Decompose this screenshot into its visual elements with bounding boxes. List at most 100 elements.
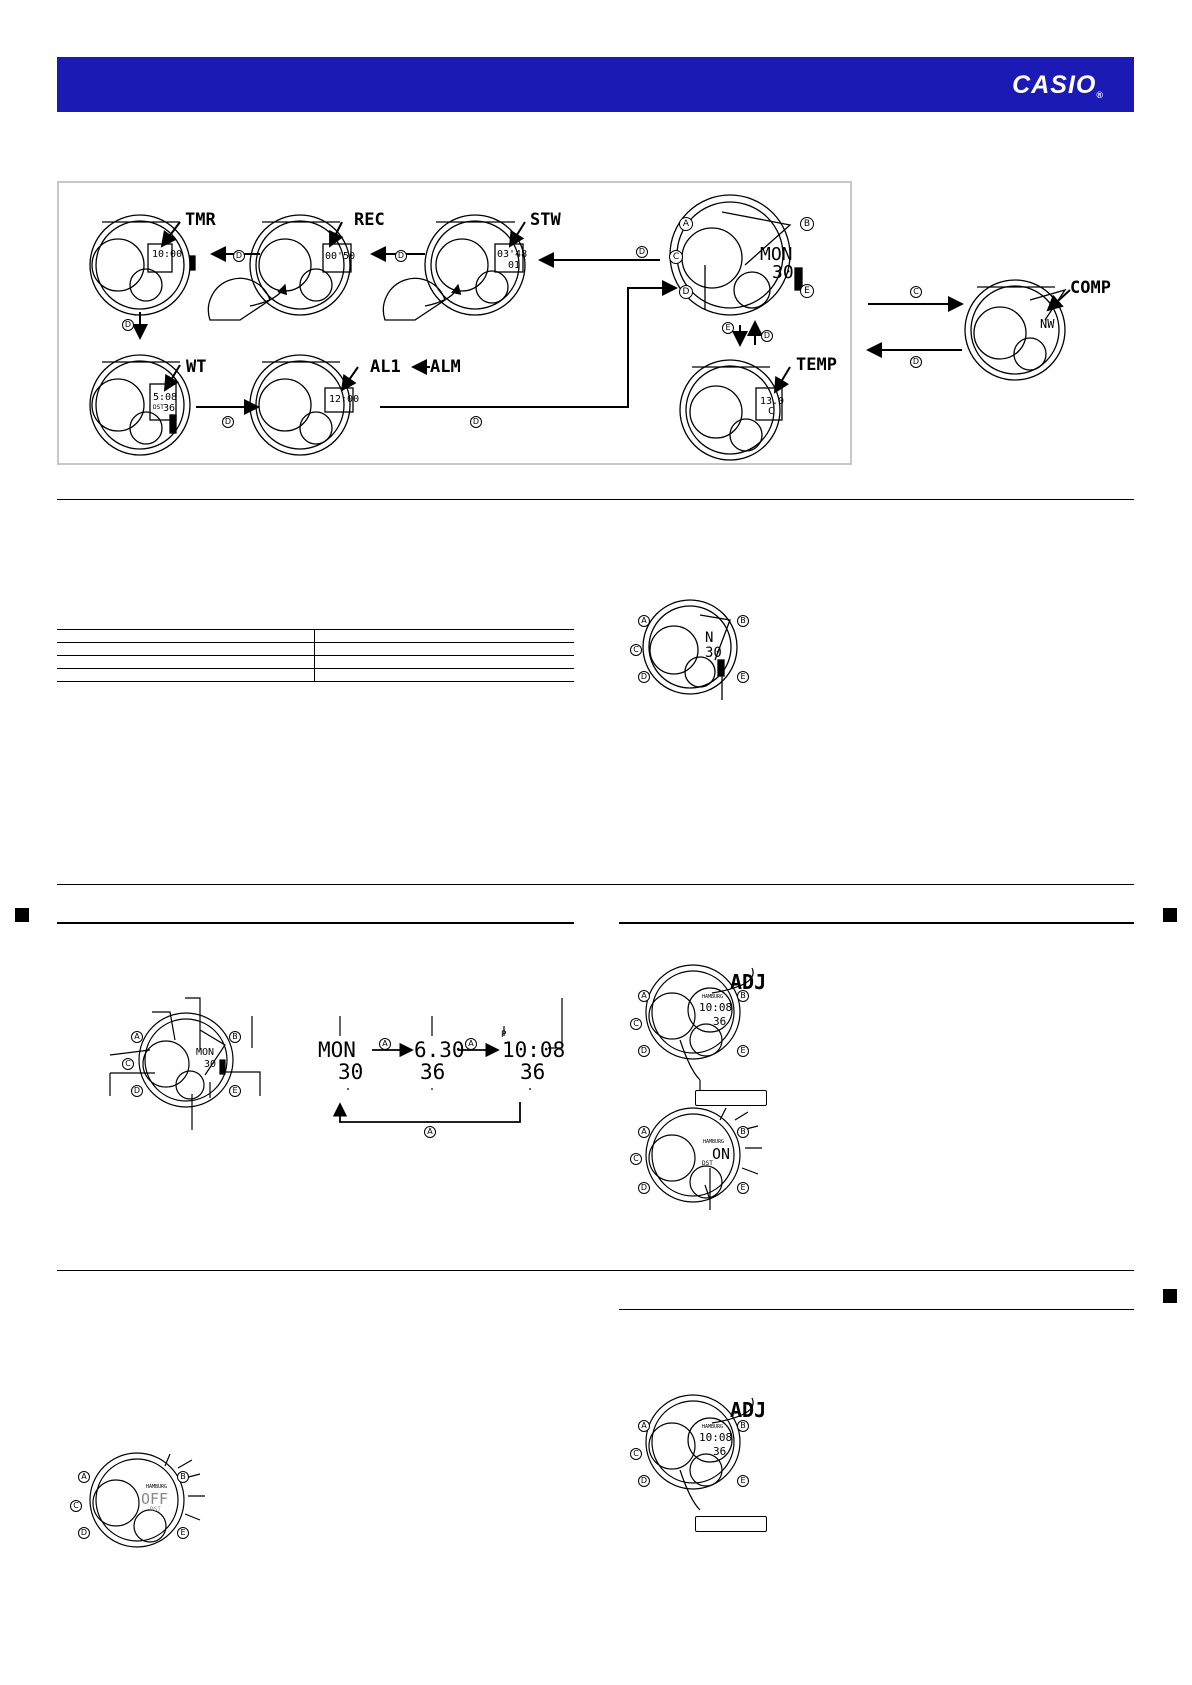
mode-label-alm: ALM <box>430 357 461 377</box>
wt-display-small: DST <box>153 404 164 411</box>
seq-arrow-a-2: A <box>465 1038 477 1050</box>
table-row <box>57 655 574 669</box>
arrow-button-d-6: D <box>470 416 482 428</box>
s3-button-a: A <box>131 1031 143 1043</box>
s4-button-d: D <box>638 1045 650 1057</box>
section3-diagram <box>109 997 563 1130</box>
s4-watch2-tiny: HAMBURG <box>703 1139 725 1145</box>
s4b-button-a: A <box>638 1126 650 1138</box>
seq-arrow-a-3: A <box>424 1126 436 1138</box>
info-table <box>57 629 574 682</box>
s4-button-b: B <box>737 990 749 1002</box>
s3-button-c: C <box>122 1058 134 1070</box>
s6-button-a: A <box>638 1420 650 1432</box>
mode-label-rec: REC <box>354 210 385 230</box>
s2-display-bottom: 30 <box>705 645 722 661</box>
tm-button-d: D <box>679 285 693 299</box>
section-rule-2 <box>57 884 1134 885</box>
s4-button-c: C <box>630 1018 642 1030</box>
seq-3-bottom: 36 <box>520 1060 546 1084</box>
watch-stw <box>382 214 526 321</box>
s5-button-c: C <box>70 1500 82 1512</box>
mode-label-stw: STW <box>530 210 561 230</box>
s4b-button-d: D <box>638 1182 650 1194</box>
s3-button-d: D <box>131 1085 143 1097</box>
s4-watch1-small: HAMBURG <box>702 994 724 1000</box>
s4-watch1-top: 10:08 <box>699 1001 733 1014</box>
s5-button-d: D <box>78 1527 90 1539</box>
s2-button-a: A <box>638 615 650 627</box>
s4b-button-e: E <box>737 1182 749 1194</box>
tm-display-bottom: 30 <box>772 262 794 283</box>
section-rule-3a <box>57 922 574 924</box>
s5-watch-tiny: HAMBURG <box>146 1484 168 1490</box>
casio-logo: CASIO® <box>1012 71 1104 100</box>
table-row <box>57 668 574 682</box>
s4-crown-box <box>695 1090 767 1106</box>
section-rule-3b <box>619 922 1134 924</box>
arrow-button-c: C <box>910 286 922 298</box>
watch-wt <box>89 354 191 456</box>
mode-label-comp: COMP <box>1070 278 1111 298</box>
s5-watch-text: OFF <box>141 1490 169 1508</box>
s2-button-e: E <box>737 671 749 683</box>
s6-watch-bottom: 36 <box>713 1445 727 1458</box>
temp-display-unit: C <box>768 406 775 417</box>
seq-1-bottom: 30 <box>338 1060 364 1084</box>
tm-button-e: E <box>800 284 814 298</box>
stw-display-bottom: 01 <box>508 260 521 271</box>
arrow-button-d-4: D <box>122 319 134 331</box>
seq-2-top: 6.30 <box>414 1038 465 1062</box>
tm-button-c: C <box>669 250 683 264</box>
s6-adj-label: ADJ <box>730 1398 767 1422</box>
s4b-button-b: B <box>737 1126 749 1138</box>
seq-3-top: 10:08 <box>502 1038 566 1062</box>
mode-label-wt: WT <box>186 357 207 377</box>
arrow-button-d-8: D <box>910 356 922 368</box>
s4-adj-label: ADJ <box>730 970 767 994</box>
rec-display: 00'50 <box>325 251 356 262</box>
s6-crown-box <box>695 1516 767 1532</box>
seq-arrow-a-1: A <box>379 1038 391 1050</box>
s4-watch2-text: ON <box>712 1145 731 1163</box>
tmr-display: 10:00 <box>152 249 183 260</box>
seq-3-pm: P <box>501 1030 507 1040</box>
watch-rec <box>207 214 352 321</box>
arrow-button-d-2: D <box>395 250 407 262</box>
arrow-button-d-5: D <box>222 416 234 428</box>
arrow-button-d-3: D <box>636 246 648 258</box>
marker-square-2 <box>1163 908 1177 922</box>
s6-button-c: C <box>630 1448 642 1460</box>
section6-diagram <box>645 1394 754 1511</box>
tm-display-top: MON <box>760 244 793 265</box>
s4-watch1-bottom: 36 <box>713 1015 727 1028</box>
s3-watch-bottom: 30 <box>204 1059 217 1070</box>
s5-button-b: B <box>177 1471 189 1483</box>
s6-watch-top: 10:08 <box>699 1431 733 1444</box>
section5-diagram <box>89 1452 205 1548</box>
table-row <box>57 629 574 643</box>
s5-button-e: E <box>177 1527 189 1539</box>
marker-square-3 <box>1163 1289 1177 1303</box>
tm-button-a: A <box>679 217 693 231</box>
s4b-button-c: C <box>630 1153 642 1165</box>
watch-comp <box>964 279 1067 381</box>
s3-button-e: E <box>229 1085 241 1097</box>
header-bar: CASIO® <box>57 57 1134 112</box>
watch-tmr <box>89 214 196 316</box>
s3-button-b: B <box>229 1031 241 1043</box>
section-rule-4 <box>57 1270 1134 1271</box>
s4-button-a: A <box>638 990 650 1002</box>
s6-button-b: B <box>737 1420 749 1432</box>
seq-2-bottom: 36 <box>420 1060 446 1084</box>
stw-display-top: 03'48 <box>497 249 528 260</box>
s4-watch2-small: DST <box>702 1160 713 1167</box>
s2-button-c: C <box>630 644 642 656</box>
tm-button-b: B <box>800 217 814 231</box>
s3-watch-top: MON <box>196 1047 215 1058</box>
marker-square-1 <box>15 908 29 922</box>
arrow-button-d-7: D <box>761 330 773 342</box>
table-row <box>57 642 574 656</box>
s2-button-b: B <box>737 615 749 627</box>
s6-watch-small: HAMBURG <box>702 1424 724 1430</box>
